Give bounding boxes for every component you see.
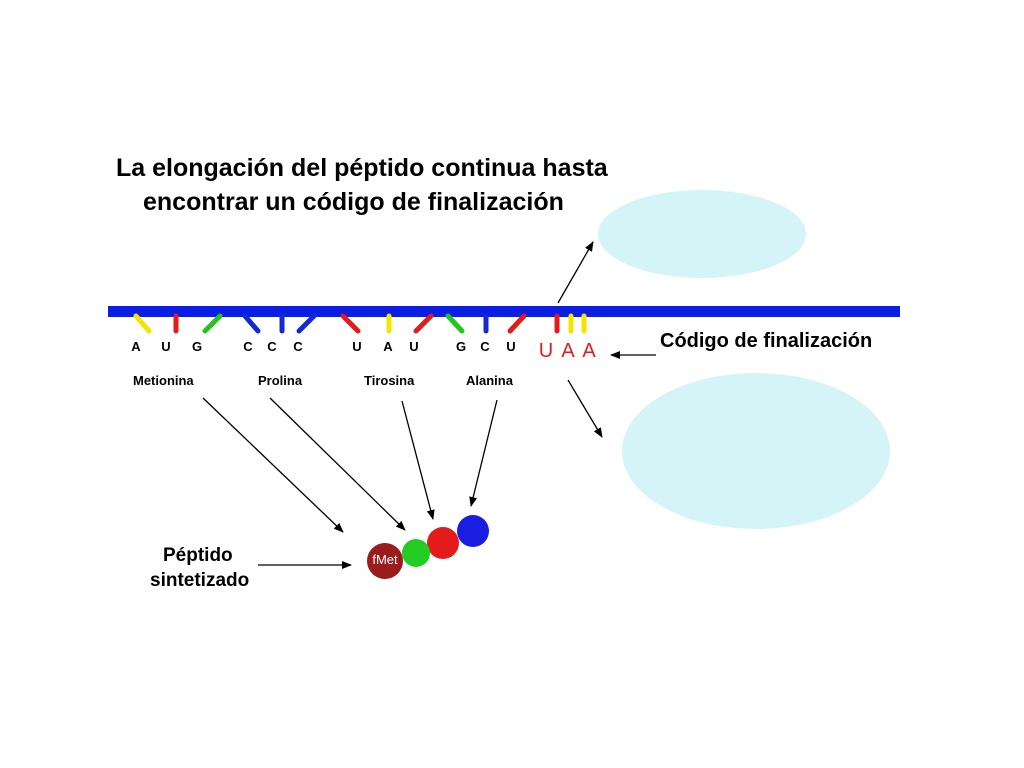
codon-letter: G xyxy=(455,339,467,354)
codon-letter: U xyxy=(161,339,171,354)
codon-letter: U xyxy=(506,339,516,354)
base-g-stick xyxy=(202,313,223,334)
codon-letter: G xyxy=(191,339,203,354)
codon-letter: C xyxy=(243,339,253,354)
prolina-bead xyxy=(402,539,430,567)
arrow-prolina xyxy=(269,397,406,531)
stop-codon-label: Código de finalización xyxy=(660,330,873,352)
codon-letter: C xyxy=(267,339,277,354)
codon-aug-bases xyxy=(133,313,223,334)
mrna-strand xyxy=(108,306,900,317)
ribosome-large-subunit xyxy=(622,373,890,529)
amino-acid-label: Alanina xyxy=(466,373,513,388)
base-g-stick xyxy=(445,313,465,334)
codon-letter: U xyxy=(409,339,419,354)
base-c-stick xyxy=(296,313,317,334)
fmet-label: fMet xyxy=(372,552,398,567)
fmet-bead xyxy=(367,543,403,579)
peptide-label-line-2: sintetizado xyxy=(150,570,250,591)
arrow-to-large-subunit xyxy=(567,379,603,438)
base-a-stick xyxy=(133,313,152,334)
title-line-1: La elongación del péptido continua hasta xyxy=(116,154,608,182)
arrow-alanina xyxy=(469,399,498,507)
amino-acid-label: Prolina xyxy=(258,373,303,388)
codon-letter: A xyxy=(383,339,393,354)
codon-letter: C xyxy=(293,339,303,354)
arrow-to-small-subunit xyxy=(557,241,594,304)
stop-codon-letter: U xyxy=(538,340,554,362)
amino-acid-label: Tirosina xyxy=(364,373,415,388)
stop-codon-bases xyxy=(554,313,587,334)
base-u-stick xyxy=(340,313,361,334)
codon-gcu-bases xyxy=(445,313,527,334)
codon-letter: C xyxy=(480,339,490,354)
tirosina-bead xyxy=(427,527,459,559)
alanina-bead xyxy=(457,515,489,547)
base-c-stick xyxy=(242,313,261,334)
codon-letter: U xyxy=(352,339,362,354)
stop-codon-letter: A xyxy=(582,340,596,362)
ribosome-small-subunit xyxy=(598,190,806,278)
amino-acid-label: Metionina xyxy=(133,373,194,388)
codon-letter: A xyxy=(131,339,141,354)
base-u-stick xyxy=(507,313,527,334)
codon-ccc-bases xyxy=(242,313,317,334)
codon-uau-bases xyxy=(340,313,434,334)
arrow-metionina xyxy=(202,397,344,533)
stop-codon-letter: A xyxy=(561,340,575,362)
base-u-stick xyxy=(413,313,434,334)
peptide-label-line-1: Péptido xyxy=(163,545,233,566)
title-line-2: encontrar un código de finalización xyxy=(143,188,564,216)
arrow-tirosina xyxy=(401,400,435,520)
